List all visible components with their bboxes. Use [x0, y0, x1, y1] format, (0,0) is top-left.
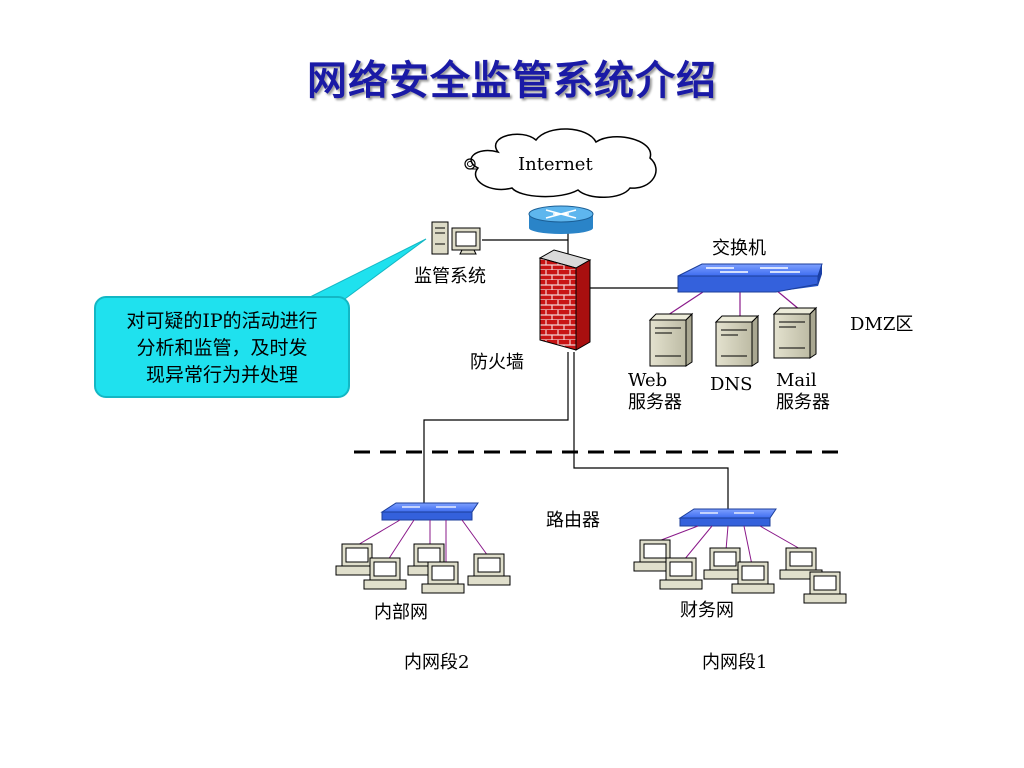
internal-network-label: 内部网	[374, 602, 428, 623]
dns-server-label: DNS	[710, 374, 753, 395]
connection-lines	[423, 232, 729, 509]
switch-label: 交换机	[712, 238, 766, 259]
monitor-system-label: 监管系统	[414, 266, 486, 287]
mail-server-name: Mail	[776, 370, 817, 391]
monitor-callout: 对可疑的IP的活动进行 分析和监管，及时发 现异常行为并处理	[94, 296, 350, 398]
monitor-system-computer-icon	[431, 221, 481, 255]
workstation-icon	[421, 561, 465, 594]
workstation-icon	[633, 539, 677, 572]
mail-server-type: 服务器	[776, 392, 830, 413]
link-finance-switch	[573, 352, 729, 509]
workstation-icon	[703, 547, 747, 580]
workstation-icon	[659, 557, 703, 590]
link-internal-switch	[423, 352, 569, 503]
callout-pointer	[298, 238, 427, 305]
dmz-links	[667, 289, 801, 318]
segment-1-label: 内网段1	[702, 652, 768, 673]
page-title: 网络安全监管系统介绍	[307, 58, 717, 104]
callout-text: 对可疑的IP的活动进行 分析和监管，及时发 现异常行为并处理	[96, 308, 348, 389]
dmz-label: DMZ区	[850, 314, 914, 335]
web-server-icon	[648, 312, 694, 367]
callout-line: 分析和监管，及时发	[136, 337, 308, 359]
dmz-switch-icon	[677, 263, 823, 293]
workstation-links	[355, 519, 803, 566]
web-server-type: 服务器	[628, 392, 682, 413]
dns-server-icon	[714, 314, 760, 367]
router-icon	[528, 205, 594, 234]
internal-switch-icon	[380, 502, 479, 521]
web-server-name: Web	[628, 370, 668, 391]
finance-network-label: 财务网	[680, 600, 734, 621]
internet-label: Internet	[518, 154, 593, 175]
workstation-icon	[363, 557, 407, 590]
web-server-label: Web 服务器	[628, 370, 682, 414]
internet-cloud-icon	[464, 128, 657, 198]
finance-switch-icon	[678, 508, 777, 527]
workstation-icon	[731, 561, 775, 594]
router-label: 路由器	[546, 510, 600, 531]
callout-line: 现异常行为并处理	[145, 364, 298, 386]
workstation-icon	[779, 547, 823, 580]
workstation-icon	[467, 553, 511, 586]
firewall-label: 防火墙	[470, 352, 524, 373]
callout-line: 对可疑的IP的活动进行	[126, 310, 318, 332]
firewall-icon	[538, 249, 592, 351]
mail-server-icon	[772, 306, 818, 359]
segment-2-label: 内网段2	[404, 652, 470, 673]
mail-server-label: Mail 服务器	[776, 370, 830, 414]
workstation-icon	[803, 571, 847, 604]
